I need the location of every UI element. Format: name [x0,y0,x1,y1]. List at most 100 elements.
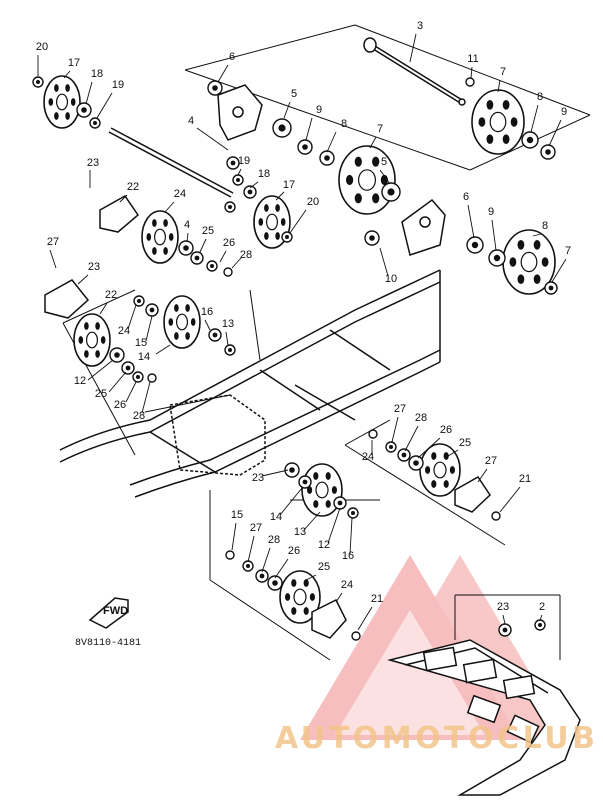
callout-leader-c2 [539,614,543,621]
callout-leader-c8c [532,233,542,237]
wheel-11 [279,570,321,624]
callout-leader-c26c [417,437,441,459]
callout-leader-c7b [369,136,377,149]
callout-c20b: 20 [307,196,319,208]
wheel-8 [163,295,201,349]
wheels [43,75,556,624]
callout-leader-c28d [261,547,271,573]
callout-c20a: 20 [36,41,48,53]
callout-c28c: 28 [415,412,427,424]
callout-leader-c22a [119,194,128,203]
small-part-11 [226,156,240,170]
callout-leader-c25d [305,574,317,581]
callout-c25a: 25 [202,225,214,237]
callout-leader-c10 [379,247,389,277]
callout-c12a: 12 [74,375,86,387]
callout-c14a: 14 [138,351,150,363]
small-part-12 [232,174,244,186]
small-part-8 [465,77,475,87]
callout-leader-c4b [186,232,189,243]
callout-c28d: 28 [268,534,280,546]
small-part-43 [242,560,254,572]
callout-c26b: 26 [114,399,126,411]
wheel-bracket-22-lower [44,279,90,319]
callout-leader-c9c [491,219,497,251]
slide-rail-frame [59,269,441,498]
small-part-46 [351,631,361,641]
small-part-39 [298,475,312,489]
callout-leader-c24a [164,201,175,213]
callout-c8b: 8 [537,91,543,103]
callout-c4b: 4 [184,219,190,231]
callout-leader-c25a [199,238,207,253]
wheel-5 [141,210,179,264]
callout-c18a: 18 [91,68,103,80]
small-part-23 [206,260,218,272]
callout-c5b: 5 [381,156,387,168]
callout-leader-c12a [87,359,114,381]
callout-leader-c6a [217,64,229,83]
callout-leader-c26a [219,250,227,263]
callout-leader-c5b [379,169,391,185]
wheel-3 [338,145,396,215]
callout-c28b: 28 [133,410,145,422]
small-part-31 [132,371,144,383]
small-part-7 [319,150,335,166]
callout-c16a: 16 [201,306,213,318]
callout-leader-c11 [470,66,473,79]
callout-leader-c9a [305,117,313,141]
callout-leader-c23b [77,274,89,285]
callout-c11: 11 [467,53,478,65]
small-part-34 [385,441,397,453]
part-code-label: 8V8110-4181 [75,638,141,649]
callout-leader-c26b [125,381,137,403]
fwd-badge: FWD [88,597,129,629]
callout-leader-c17b [275,191,285,201]
callout-leader-c18b [249,181,259,189]
small-part-14 [224,201,236,213]
callout-c10: 10 [385,273,397,285]
callout-c25b: 25 [95,388,107,400]
small-part-45 [267,575,283,591]
callout-leader-c14a [155,344,171,355]
callout-c23a: 23 [87,157,99,169]
callout-leader-c5a [283,101,291,119]
small-part-42 [225,550,235,560]
callout-leader-c27a [49,249,57,269]
callout-leader-c14b [279,487,303,516]
callout-leader-c28b [141,381,151,414]
small-part-26 [145,303,159,317]
small-part-4 [207,80,223,96]
callout-leader-c23c [261,469,289,477]
rear-axle-shaft [363,37,466,106]
callout-c19a: 19 [112,79,124,91]
callout-leader-c28c [404,425,419,452]
callout-c24b: 24 [118,325,130,337]
callout-c27c: 27 [485,455,497,467]
small-part-27 [208,328,222,342]
callout-c15a: 15 [135,337,147,349]
small-part-6 [297,139,313,155]
small-part-33 [368,429,378,439]
callout-leader-c15b [231,522,237,551]
callout-c2: 2 [539,601,545,613]
callout-c21a: 21 [519,473,531,485]
callout-c22b: 22 [105,289,117,301]
callout-leader-c13a [225,331,229,346]
callout-leader-c25b [108,371,127,393]
wheel-7 [73,313,111,367]
callout-leader-c27b [391,416,399,443]
callout-c21b: 21 [371,593,383,605]
wheel-bracket-21-upper [454,476,491,513]
small-part-48 [534,619,546,631]
callout-c26a: 26 [223,237,235,249]
callout-c27d: 27 [250,522,262,534]
callout-c19b: 19 [238,155,250,167]
callout-c7a: 7 [500,66,506,78]
callout-c28a: 28 [240,249,252,261]
small-part-13 [243,185,257,199]
small-part-35 [397,448,411,462]
small-part-10 [540,144,556,160]
callout-c13a: 13 [222,318,234,330]
